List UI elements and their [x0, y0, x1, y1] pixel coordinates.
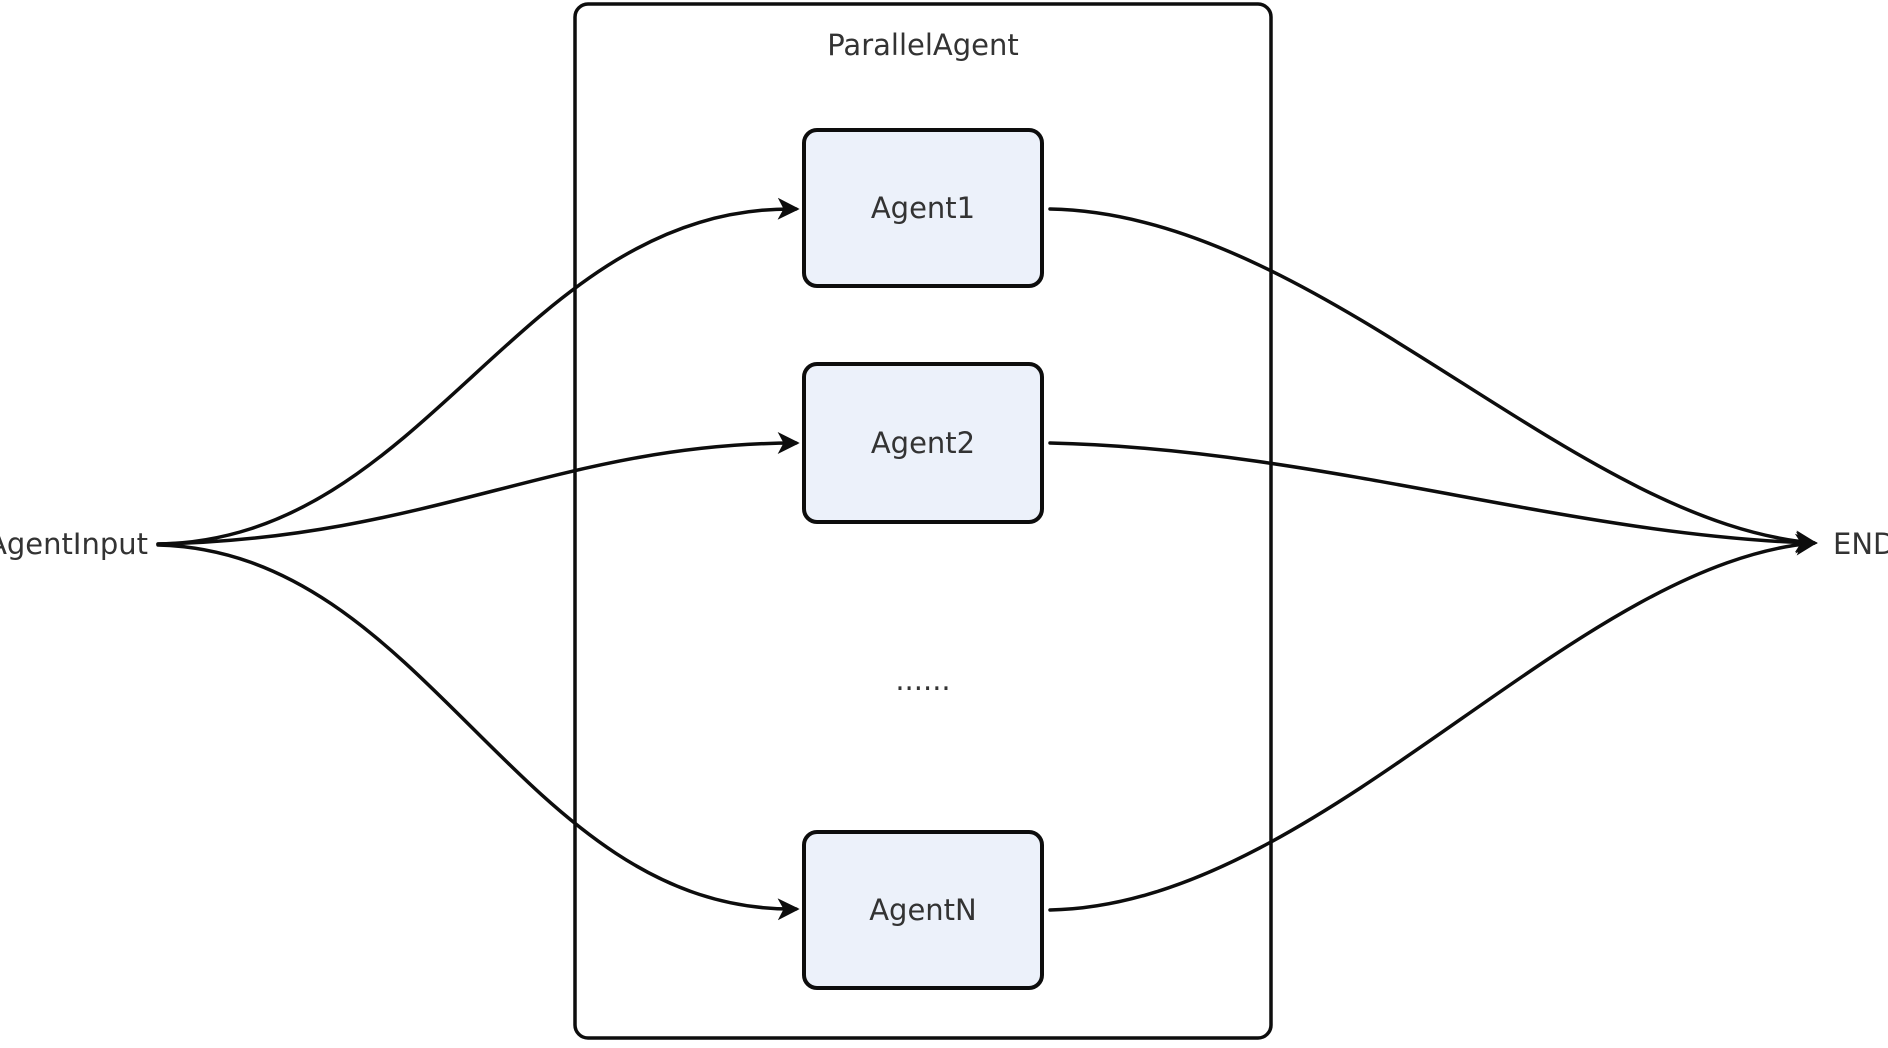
ellipsis-label: ......	[895, 663, 950, 697]
ellipsis-node: ......	[895, 663, 950, 697]
edges-fan-in	[1048, 207, 1818, 912]
node-agent2: Agent2	[802, 362, 1044, 524]
edges-fan-out	[156, 197, 800, 921]
node-agent2-label: Agent2	[871, 426, 975, 460]
end-node-label: END	[1833, 527, 1888, 561]
edge-agentinput-to-agent1	[156, 197, 800, 546]
edge-agentinput-to-agent2	[156, 432, 800, 546]
node-agentn-label: AgentN	[869, 893, 977, 927]
node-agent1-label: Agent1	[871, 191, 975, 225]
edge-agentn-to-end	[1048, 533, 1818, 912]
node-agent1-box	[802, 128, 1044, 288]
node-agent2-box	[802, 362, 1044, 524]
edge-agentinput-to-agentn	[156, 543, 800, 921]
start-node-label: AgentInput	[0, 527, 148, 561]
edge-agent1-to-end	[1048, 207, 1818, 553]
node-agentn-box	[802, 830, 1044, 990]
node-agent1: Agent1	[802, 128, 1044, 288]
edge-agent2-to-end	[1048, 441, 1818, 554]
parallel-agent-container-title: ParallelAgent	[827, 28, 1019, 62]
node-agentn: AgentN	[802, 830, 1044, 990]
